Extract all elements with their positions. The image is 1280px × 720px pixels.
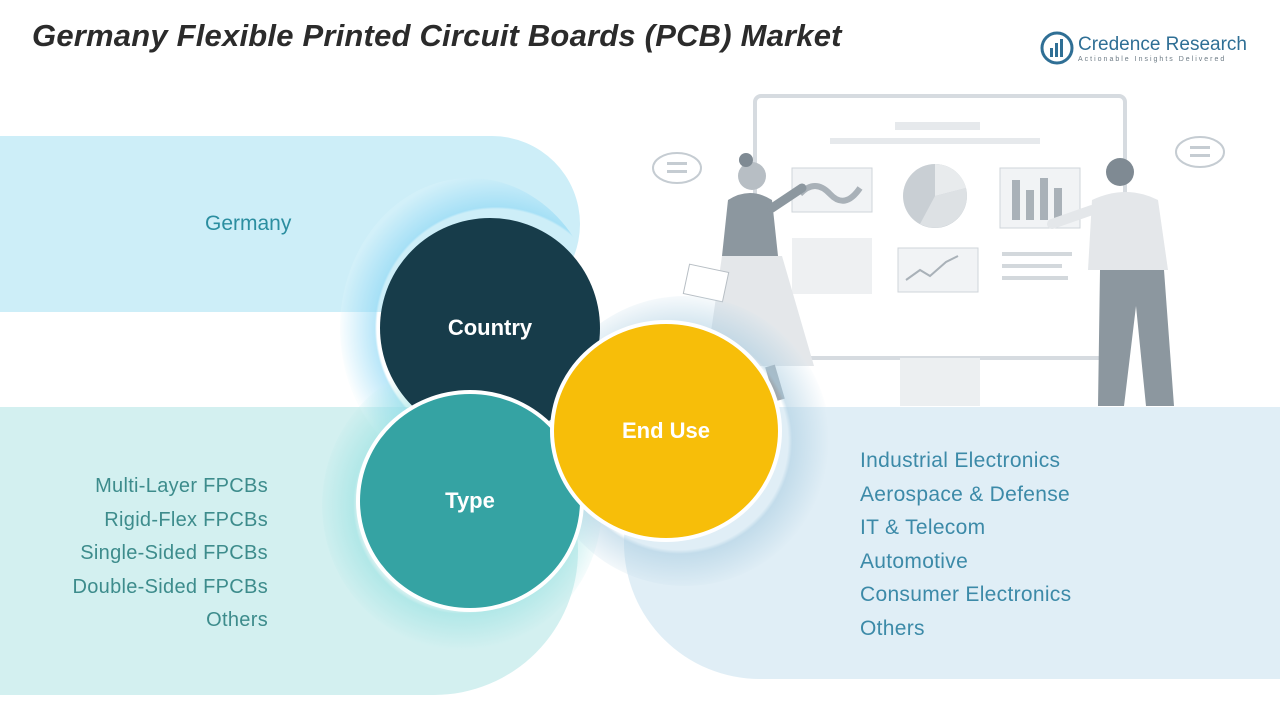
end-use-circle: End Use — [550, 320, 782, 542]
list-item: Single-Sided FPCBs — [80, 542, 268, 564]
type-list: Multi-Layer FPCBs Rigid-Flex FPCBs Singl… — [73, 470, 269, 638]
logo-tagline: Actionable Insights Delivered — [1078, 56, 1227, 63]
list-item: Consumer Electronics — [860, 583, 1072, 606]
type-label: Type — [445, 488, 495, 513]
list-item: Aerospace & Defense — [860, 482, 1070, 506]
country-item: Germany — [205, 212, 292, 235]
list-item: Multi-Layer FPCBs — [95, 475, 268, 497]
speech-bubble-icon — [652, 152, 702, 184]
list-item: Automotive — [860, 549, 969, 573]
list-item: Industrial Electronics — [860, 449, 1061, 472]
logo-mark-icon — [1040, 31, 1074, 65]
list-item: IT & Telecom — [860, 516, 986, 539]
page-title: Germany Flexible Printed Circuit Boards … — [32, 18, 842, 53]
end-use-label: End Use — [621, 418, 711, 443]
list-item: Others — [860, 616, 925, 640]
brand-logo: Credence Research Actionable Insights De… — [1040, 30, 1260, 70]
pie-chart-icon — [903, 164, 967, 228]
presentation-illustration — [652, 94, 1225, 406]
list-item: Rigid-Flex FPCBs — [104, 508, 268, 531]
type-circle: Type — [356, 390, 584, 612]
end-use-list: Industrial Electronics Aerospace & Defen… — [860, 444, 1071, 645]
list-item: Double-Sided FPCBs — [72, 575, 268, 598]
list-item: Others — [206, 609, 268, 631]
logo-name: Credence Research — [1078, 34, 1247, 55]
speech-bubble-icon — [1175, 136, 1225, 168]
country-label: Country — [447, 315, 533, 340]
